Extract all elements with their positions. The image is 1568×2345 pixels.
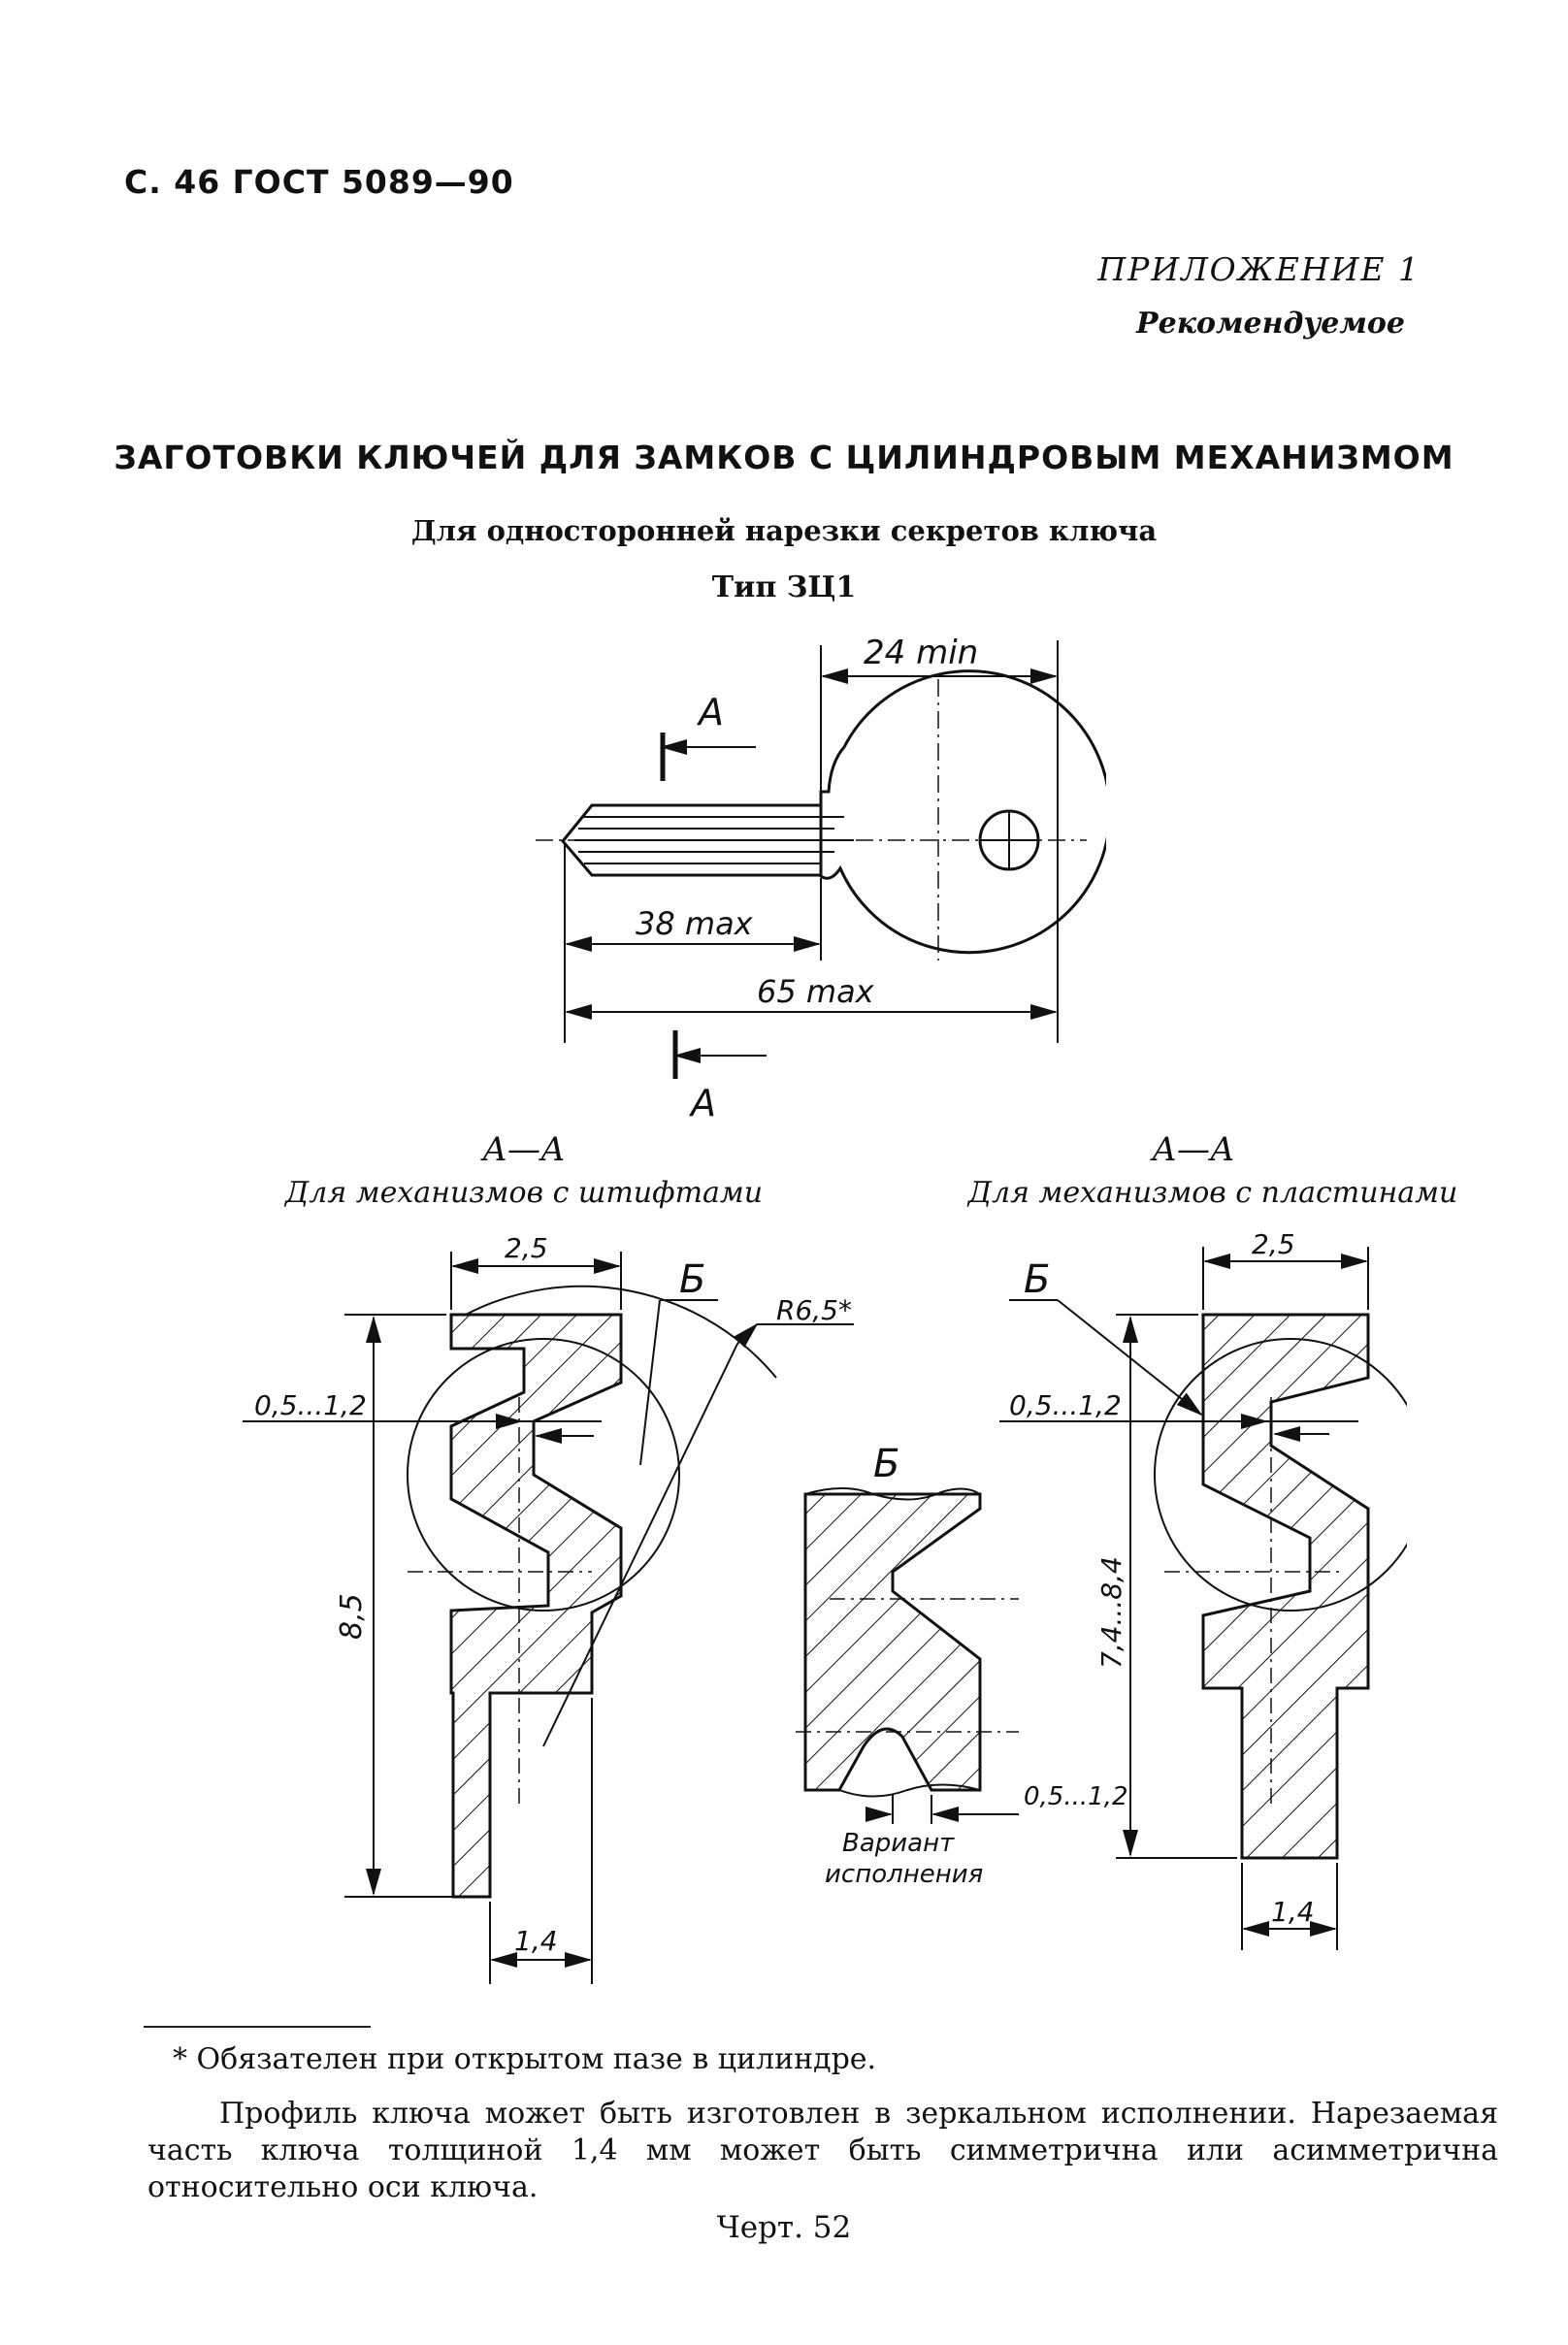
detail-dim-offset: 0,5...1,2 <box>1024 1782 1128 1811</box>
paragraph: Профиль ключа может быть изготовлен в зе… <box>147 2097 1498 2204</box>
left-dim-radius: R6,5* <box>776 1294 852 1326</box>
section-left-caption: Для механизмов с штифтами <box>284 1176 764 1210</box>
dim-24min: 24 min <box>864 634 978 672</box>
dim-65max: 65 max <box>757 973 875 1010</box>
left-dim-offset: 0,5...1,2 <box>254 1389 367 1421</box>
section-mark-top: А <box>696 691 724 733</box>
appendix-status: Рекомендуемое <box>1136 307 1405 341</box>
cross-sections-drawing: 2,5 0,5...1,2 8,5 R6,5* 1,4 Б Б 0,5...1,… <box>243 1232 1407 1984</box>
detail-variant-1: Вариант <box>842 1829 955 1858</box>
left-dim-bottom: 1,4 <box>514 1925 558 1957</box>
footnote: * Обязателен при открытом пазе в цилиндр… <box>173 2042 877 2076</box>
appendix-title: ПРИЛОЖЕНИЕ 1 <box>1097 250 1421 288</box>
right-dim-offset: 0,5...1,2 <box>1009 1389 1122 1421</box>
detail-label: Б <box>873 1442 899 1486</box>
right-detail-mark: Б <box>1024 1257 1050 1302</box>
left-detail-mark: Б <box>679 1257 705 1302</box>
left-profile <box>449 1313 623 1899</box>
subtitle: Для односторонней нарезки секретов ключа <box>410 514 1158 547</box>
detail-profile <box>803 1492 982 1792</box>
key-head <box>819 669 1106 955</box>
footnote-divider <box>144 2026 371 2028</box>
detail-variant-2: исполнения <box>825 1860 983 1889</box>
main-title: ЗАГОТОВКИ КЛЮЧЕЙ ДЛЯ ЗАМКОВ С ЦИЛИНДРОВЫ… <box>114 439 1454 476</box>
left-dim-width: 2,5 <box>505 1232 548 1264</box>
left-detail-circle <box>407 1338 680 1612</box>
figure-caption: Черт. 52 <box>716 2210 852 2245</box>
right-dim-width: 2,5 <box>1252 1232 1295 1260</box>
right-profile <box>1201 1313 1370 1860</box>
left-dim-height: 8,5 <box>335 1593 369 1640</box>
key-blade <box>561 803 821 877</box>
section-left-label: А—А <box>482 1130 566 1169</box>
section-mark-bottom: А <box>688 1082 716 1124</box>
section-right-caption: Для механизмов с пластинами <box>967 1176 1458 1210</box>
type-label: Тип ЗЦ1 <box>711 570 857 604</box>
right-dim-bottom: 1,4 <box>1271 1896 1315 1928</box>
page-header: С. 46 ГОСТ 5089—90 <box>124 163 514 201</box>
dim-38max: 38 max <box>636 905 754 942</box>
right-dim-height: 7,4...8,4 <box>1095 1556 1127 1669</box>
section-right-label: А—А <box>1152 1130 1235 1169</box>
right-detail-circle <box>1154 1338 1407 1612</box>
key-drawing: 24 min 38 max 65 max А А <box>536 634 1106 1124</box>
